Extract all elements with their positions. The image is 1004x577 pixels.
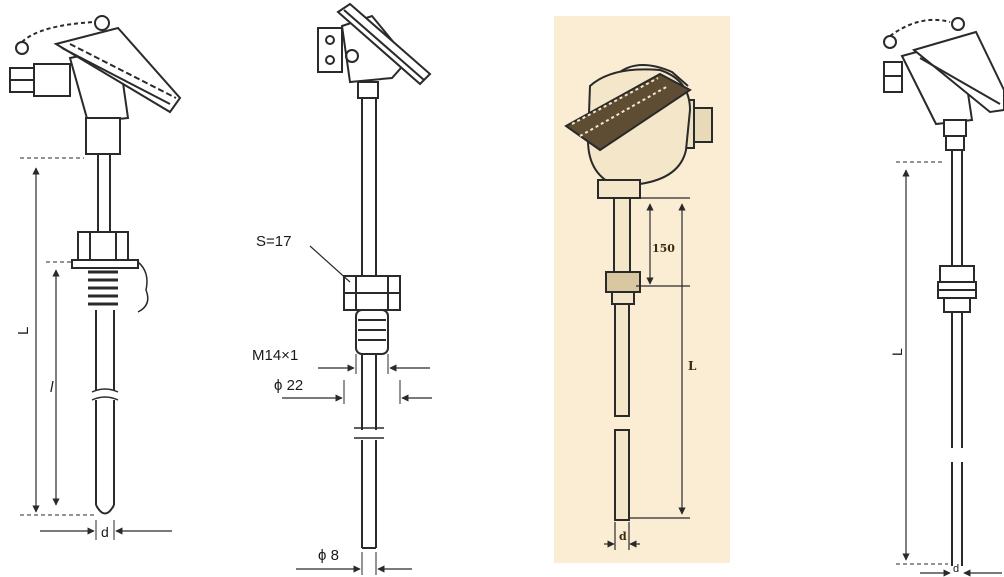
sensor-4-label-L: L <box>889 348 905 356</box>
terminal-eyelet-left <box>15 41 29 55</box>
terminal-eyelet-right <box>951 17 965 31</box>
head-neck <box>85 117 121 155</box>
sensor-3-label-150: 150 <box>652 242 675 255</box>
thread-section <box>355 309 389 355</box>
mounting-nut <box>77 231 129 261</box>
sensor-1-drawing <box>9 15 182 540</box>
sensor-3-label-d: d <box>619 530 627 543</box>
compression-fitting <box>939 265 975 283</box>
sensor-1-label-L: L <box>15 327 32 335</box>
sensor-2-label-thread: M14×1 <box>252 347 298 364</box>
sensor-3-drawing <box>564 64 713 521</box>
spring-thread <box>88 270 118 306</box>
terminal-eyelet-left <box>883 35 897 49</box>
head-lid <box>564 72 692 152</box>
head-lid <box>53 26 182 114</box>
terminal-block <box>317 27 343 73</box>
sensor-4-drawing <box>883 17 1004 577</box>
terminal-eyelet-right <box>94 15 110 31</box>
sensor-3-label-L: L <box>688 359 697 373</box>
mounting-nut <box>605 271 641 293</box>
sensor-2-drawing <box>282 2 432 575</box>
sensor-2-label-sheath: ϕ 8 <box>318 547 339 564</box>
sensor-1-label-d: d <box>101 524 109 540</box>
sensor-1-label-l: l <box>50 379 54 396</box>
head-lid <box>911 30 1004 114</box>
sensor-4-label-d: d <box>953 563 959 575</box>
sensor-2-label-wrench: S=17 <box>256 233 291 250</box>
sensor-2-label-flange: ϕ 22 <box>274 377 303 394</box>
